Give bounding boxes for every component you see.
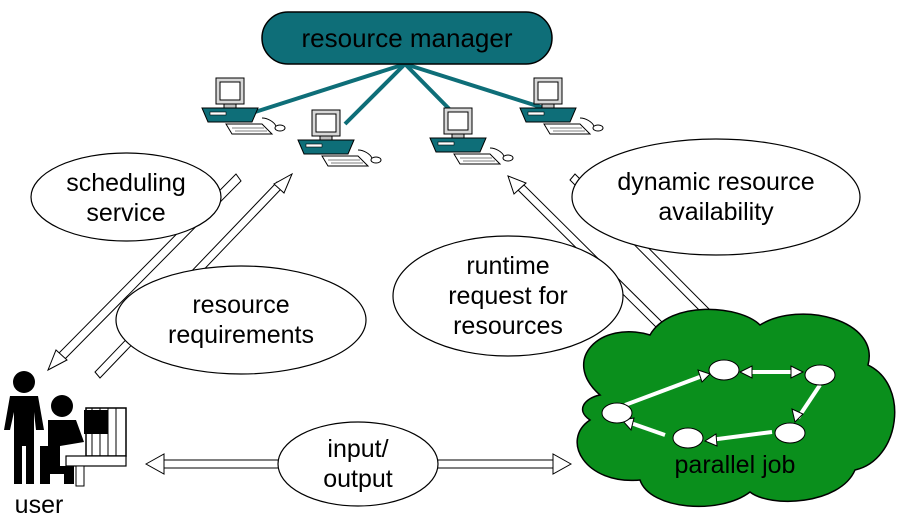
user-at-desk-icon [4,371,127,487]
runtime-request-line3: resources [453,312,563,340]
resource-requirements-label: resource requirements [116,290,366,350]
network-links [254,62,551,127]
dynamic-availability-label: dynamic resource availability [572,167,860,227]
resource-requirements-line1: resource [192,291,290,319]
input-output-line1: input/ [327,435,389,463]
dynamic-availability-ellipse [571,138,861,256]
user-label: user [4,490,74,520]
label-ellipses [30,138,861,507]
scheduling-service-line1: scheduling [66,169,186,197]
runtime-request-ellipse [392,235,624,357]
parallel-job-graph [601,359,836,449]
parallel-job-text: parallel job [674,451,796,479]
computer-icon [429,107,514,165]
resource-manager-label: resource manager [262,23,552,53]
runtime-request-line2: request for [448,282,568,310]
input-output-line2: output [323,465,393,493]
dynamic-availability-line2: availability [658,198,774,226]
scheduling-service-label: scheduling service [31,168,221,228]
dynamic-availability-line1: dynamic resource [617,168,815,196]
job-node [672,427,704,449]
cloud-icon [576,308,896,508]
input-output-ellipse [277,421,439,507]
job-node [804,364,836,386]
input-output-label: input/ output [278,434,438,494]
runtime-request-label: runtime request for resources [393,251,623,341]
scheduling-service-ellipse [30,152,222,242]
job-node [774,422,806,444]
resource-requirements-line2: requirements [168,321,314,349]
runtime-request-line1: runtime [466,252,550,280]
resource-manager-node [261,11,553,65]
scheduling-service-line2: service [86,199,166,227]
resource-manager-text: resource manager [301,23,513,53]
resource-requirements-ellipse [115,265,367,375]
user-text: user [14,491,64,519]
job-node [708,359,740,381]
computer-icon [297,109,382,167]
parallel-job-label: parallel job [660,450,810,480]
job-node [601,402,633,424]
